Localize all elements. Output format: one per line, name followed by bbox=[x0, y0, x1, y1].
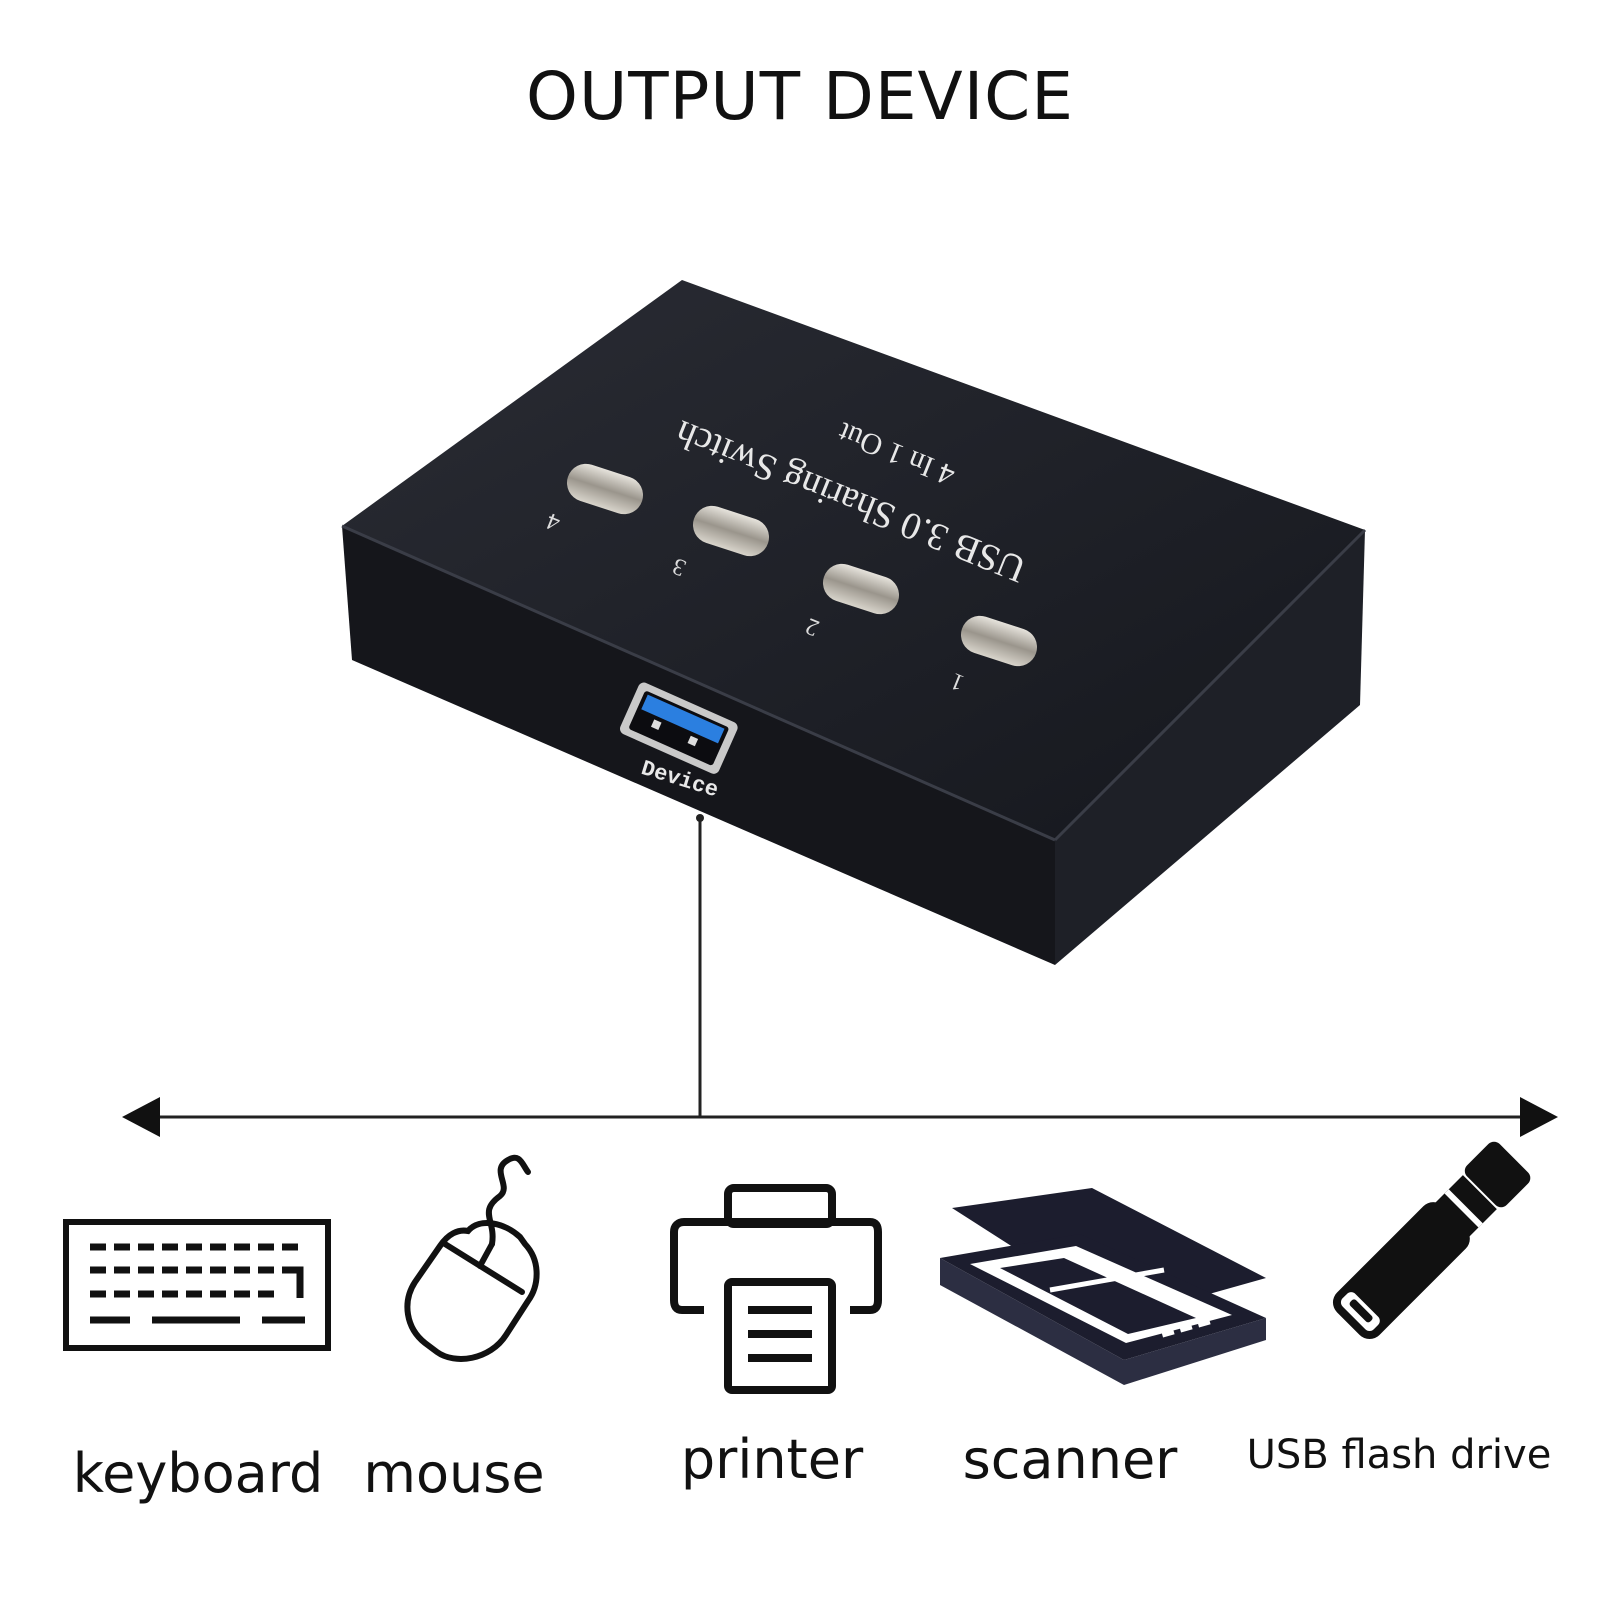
page-title: OUTPUT DEVICE bbox=[526, 58, 1074, 135]
right-arrowhead-icon bbox=[1520, 1097, 1558, 1137]
scanner-icon bbox=[940, 1188, 1266, 1385]
mouse-label: mouse bbox=[363, 1442, 545, 1505]
mouse-icon bbox=[404, 1154, 540, 1362]
usb-port-blue-tongue bbox=[641, 694, 725, 744]
connection-lines bbox=[122, 814, 1558, 1137]
left-arrowhead-icon bbox=[122, 1097, 160, 1137]
usb-flash-drive-icon bbox=[1332, 1141, 1531, 1340]
usb-device-port[interactable] bbox=[618, 681, 739, 776]
usb-flash-drive-label: USB flash drive bbox=[1246, 1432, 1552, 1478]
device-top-face bbox=[342, 280, 1365, 840]
printer-icon bbox=[670, 1184, 882, 1394]
printer-label: printer bbox=[680, 1428, 864, 1491]
scanner-label: scanner bbox=[962, 1428, 1178, 1491]
keyboard-icon bbox=[63, 1219, 331, 1351]
keyboard-label: keyboard bbox=[72, 1442, 324, 1505]
usb-sharing-switch-device: USB 3.0 Sharing Switch 4 In 1 Out 4 3 2 … bbox=[341, 280, 1367, 965]
device-right-face bbox=[1055, 530, 1365, 965]
